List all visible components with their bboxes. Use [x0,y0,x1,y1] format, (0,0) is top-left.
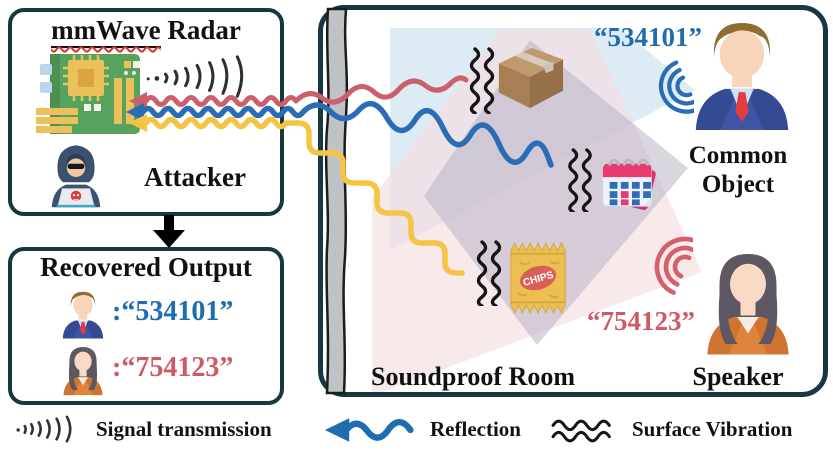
soundproof-wall [324,7,349,395]
radar-title-underlined: mmWave [51,15,161,48]
room-female-avatar [707,254,789,355]
legend-signal-label: Signal transmission [96,417,272,441]
female-speaker-avatar [63,347,103,396]
flow-arrow-icon [153,215,185,248]
output-title: Recovered Output [40,252,252,282]
legend-reflection-label: Reflection [430,417,521,441]
recovered-value-female: :“754123” [112,352,234,383]
room-panel: CHIPS “534101” Common Object “7541 [318,5,828,397]
signal-transmission-icon [16,415,72,443]
attacker-label: Attacker [144,162,246,192]
chips-bag-icon: CHIPS [510,241,566,315]
chips-vibration-icon [476,240,502,306]
speaker-label: Speaker [692,362,784,391]
recovered-value-male: :“534101” [112,296,234,327]
attacker-icon [51,145,101,208]
calendar-vibration-icon [568,148,592,212]
common-object-label: Common Object [688,142,788,198]
legend-vibration-label: Surface Vibration [632,417,793,441]
radar-title: mmWave Radar [12,15,280,48]
reflection-icon [324,418,414,442]
male-speaker-avatar [62,291,104,339]
male-sound-arcs-icon [658,60,694,114]
calendar-icon [602,158,656,210]
surface-vibration-icon [551,419,611,443]
female-quote: “754123” [587,306,695,336]
female-sound-arcs-icon [654,236,693,295]
signal-transmission-icon [146,55,244,98]
room-label: Soundproof Room [371,362,575,391]
cardboard-box-icon [498,47,564,109]
male-quote: “534101” [594,22,702,52]
radar-title-rest: Radar [160,15,241,45]
